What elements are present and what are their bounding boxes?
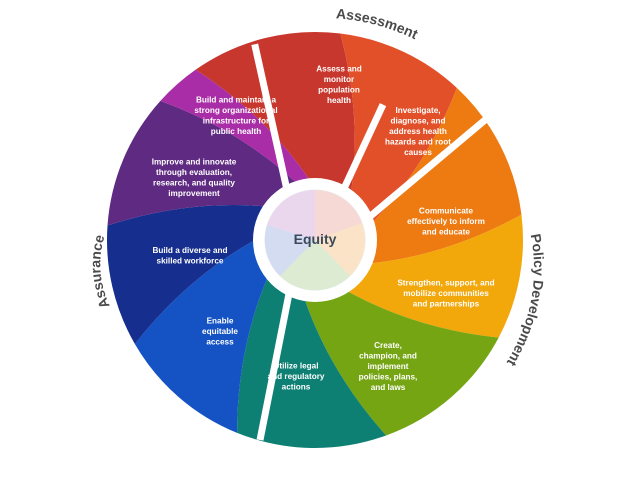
segment-investigate [340,33,457,223]
segment-label-line: Build and maintain a [196,95,277,104]
segment-label-line: population [318,85,360,94]
segment-legal-actions [237,276,387,448]
segment-label-line: infrastructure for [203,116,270,125]
segment-diverse-workforce [107,205,266,344]
segment-label-line: and regulatory [268,372,325,381]
segment-label-line: skilled workforce [157,256,224,265]
center-label: Equity [294,231,337,247]
segment-label-line: through evaluation, [156,168,232,177]
segment-label-line: improvement [168,189,220,198]
segment-label-line: and laws [371,383,406,392]
segment-infrastructure [160,69,310,183]
segment-label-line: research, and quality [153,178,235,187]
segment-strengthen [346,214,523,338]
segment-label-line: Assess and [316,64,362,73]
segment-label-line: and educate [422,228,470,237]
segment-label-line: equitable [202,327,238,336]
segment-label-line: actions [282,383,311,392]
segment-label-line: implement [368,362,409,371]
segment-label-line: Create, [374,341,402,350]
segment-label-line: Communicate [419,207,474,216]
segment-label-line: Enable [207,317,234,326]
segment-label-line: and partnerships [413,300,480,309]
segment-label-line: mobilize communities [403,289,489,298]
segment-label-line: strong organizational [194,106,277,115]
wheel-segments [107,32,523,448]
segment-label-line: Strengthen, support, and [397,279,494,288]
segment-improve-innovate [107,100,297,226]
segment-label-line: champion, and [359,352,417,361]
segment-label-line: effectively to inform [407,217,485,226]
segment-label-line: Improve and innovate [152,157,237,166]
center-hub: Equity [253,178,377,302]
segment-communicate [370,87,522,264]
segment-label-line: address health [389,127,447,136]
segment-label-infrastructure: Build and maintain a strong organizationa… [194,95,277,136]
segment-equitable-access [134,240,268,433]
segment-label-improve-innovate: Improve and innovate through evaluation,r… [152,157,237,198]
segment-create-champion [304,290,499,436]
segment-assess-monitor [195,32,355,193]
segment-label-line: diagnose, and [390,117,445,126]
segment-label-line: monitor [324,75,355,84]
segment-label-line: Utilize legal [273,362,318,371]
segment-label-line: causes [404,148,432,157]
segment-label-line: public health [211,127,262,136]
segment-label-line: access [206,338,234,347]
segment-label-line: health [327,96,351,105]
segment-label-line: hazards and root [385,138,451,147]
segment-label-line: Investigate, [395,106,440,115]
segment-label-line: policies, plans, [359,373,418,382]
segment-label-line: Build a diverse and [152,246,227,255]
